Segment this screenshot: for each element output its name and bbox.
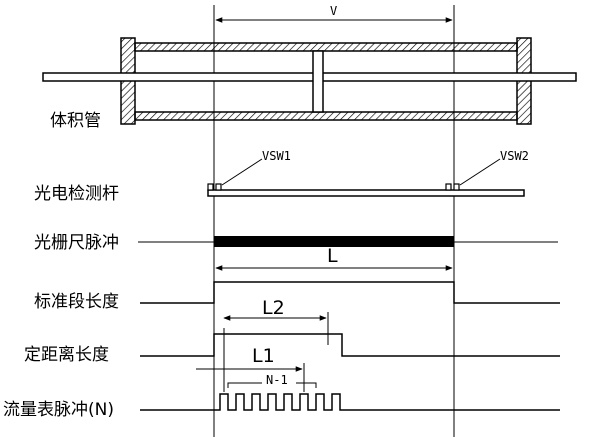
row-labels: 体积管 光电检测杆 光栅尺脉冲 标准段长度 定距离长度 流量表脉冲(N) <box>3 111 119 420</box>
label-grating-pulse: 光栅尺脉冲 <box>34 233 119 253</box>
L1-label: L1 <box>252 345 275 367</box>
vsw1-label: VSW1 <box>262 149 291 163</box>
label-flow-pulse: 流量表脉冲(N) <box>3 400 114 420</box>
length-dimension: L <box>215 245 453 271</box>
reference-lines <box>213 5 455 437</box>
label-fixed-length: 定距离长度 <box>24 345 109 365</box>
L-label: L <box>327 245 338 267</box>
label-std-length: 标准段长度 <box>34 292 119 312</box>
n-minus-1-label: N-1 <box>266 373 288 387</box>
photo-rod: VSW1 VSW2 <box>207 149 529 197</box>
L1-dimension: L1 <box>196 328 305 392</box>
switch-vsw2 <box>445 183 452 191</box>
L2-label: L2 <box>262 297 285 319</box>
L2-dimension: L2 <box>223 297 329 345</box>
switch-vsw1 <box>207 183 214 191</box>
volume-tube <box>42 37 577 125</box>
flow-pulse-signal <box>140 393 560 411</box>
n-minus-1-bracket: N-1 <box>227 373 317 388</box>
grating-pulse-signal <box>138 236 558 247</box>
label-volume-tube: 体积管 <box>50 111 101 131</box>
vsw2-label: VSW2 <box>500 149 529 163</box>
fixed-length-signal <box>140 333 560 357</box>
std-length-signal <box>140 281 560 304</box>
label-photo-rod: 光电检测杆 <box>34 184 119 204</box>
volume-dimension: V <box>215 4 453 23</box>
volume-label: V <box>330 4 337 18</box>
